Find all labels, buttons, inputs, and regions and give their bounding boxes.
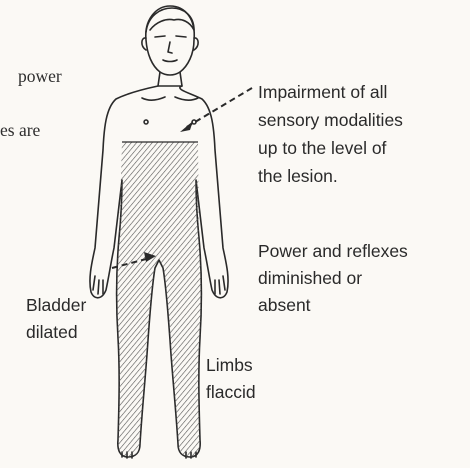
cutoff-text: power es are bbox=[0, 36, 62, 171]
sensory-arrow-line bbox=[185, 88, 252, 128]
sensory-arrowhead bbox=[180, 121, 193, 132]
neck bbox=[158, 72, 182, 86]
clavicles bbox=[142, 97, 198, 100]
label-power-reflexes: Power and reflexes diminished or absent bbox=[258, 238, 408, 319]
label-sensory-impairment: Impairment of all sensory modalities up … bbox=[258, 78, 403, 190]
right-hand bbox=[215, 276, 225, 294]
nipples bbox=[144, 120, 196, 124]
label-limbs: Limbs flaccid bbox=[206, 352, 256, 406]
label-bladder: Bladder dilated bbox=[26, 292, 86, 346]
mouth bbox=[163, 60, 177, 62]
cutoff-line-2: es are bbox=[0, 117, 62, 144]
left-hand bbox=[93, 276, 103, 294]
hair bbox=[146, 8, 194, 32]
cutoff-line-1: power bbox=[0, 63, 62, 90]
eyebrows bbox=[155, 36, 186, 37]
hatched-area bbox=[117, 142, 202, 457]
impairment-hatching bbox=[117, 142, 202, 457]
nose bbox=[168, 42, 172, 53]
